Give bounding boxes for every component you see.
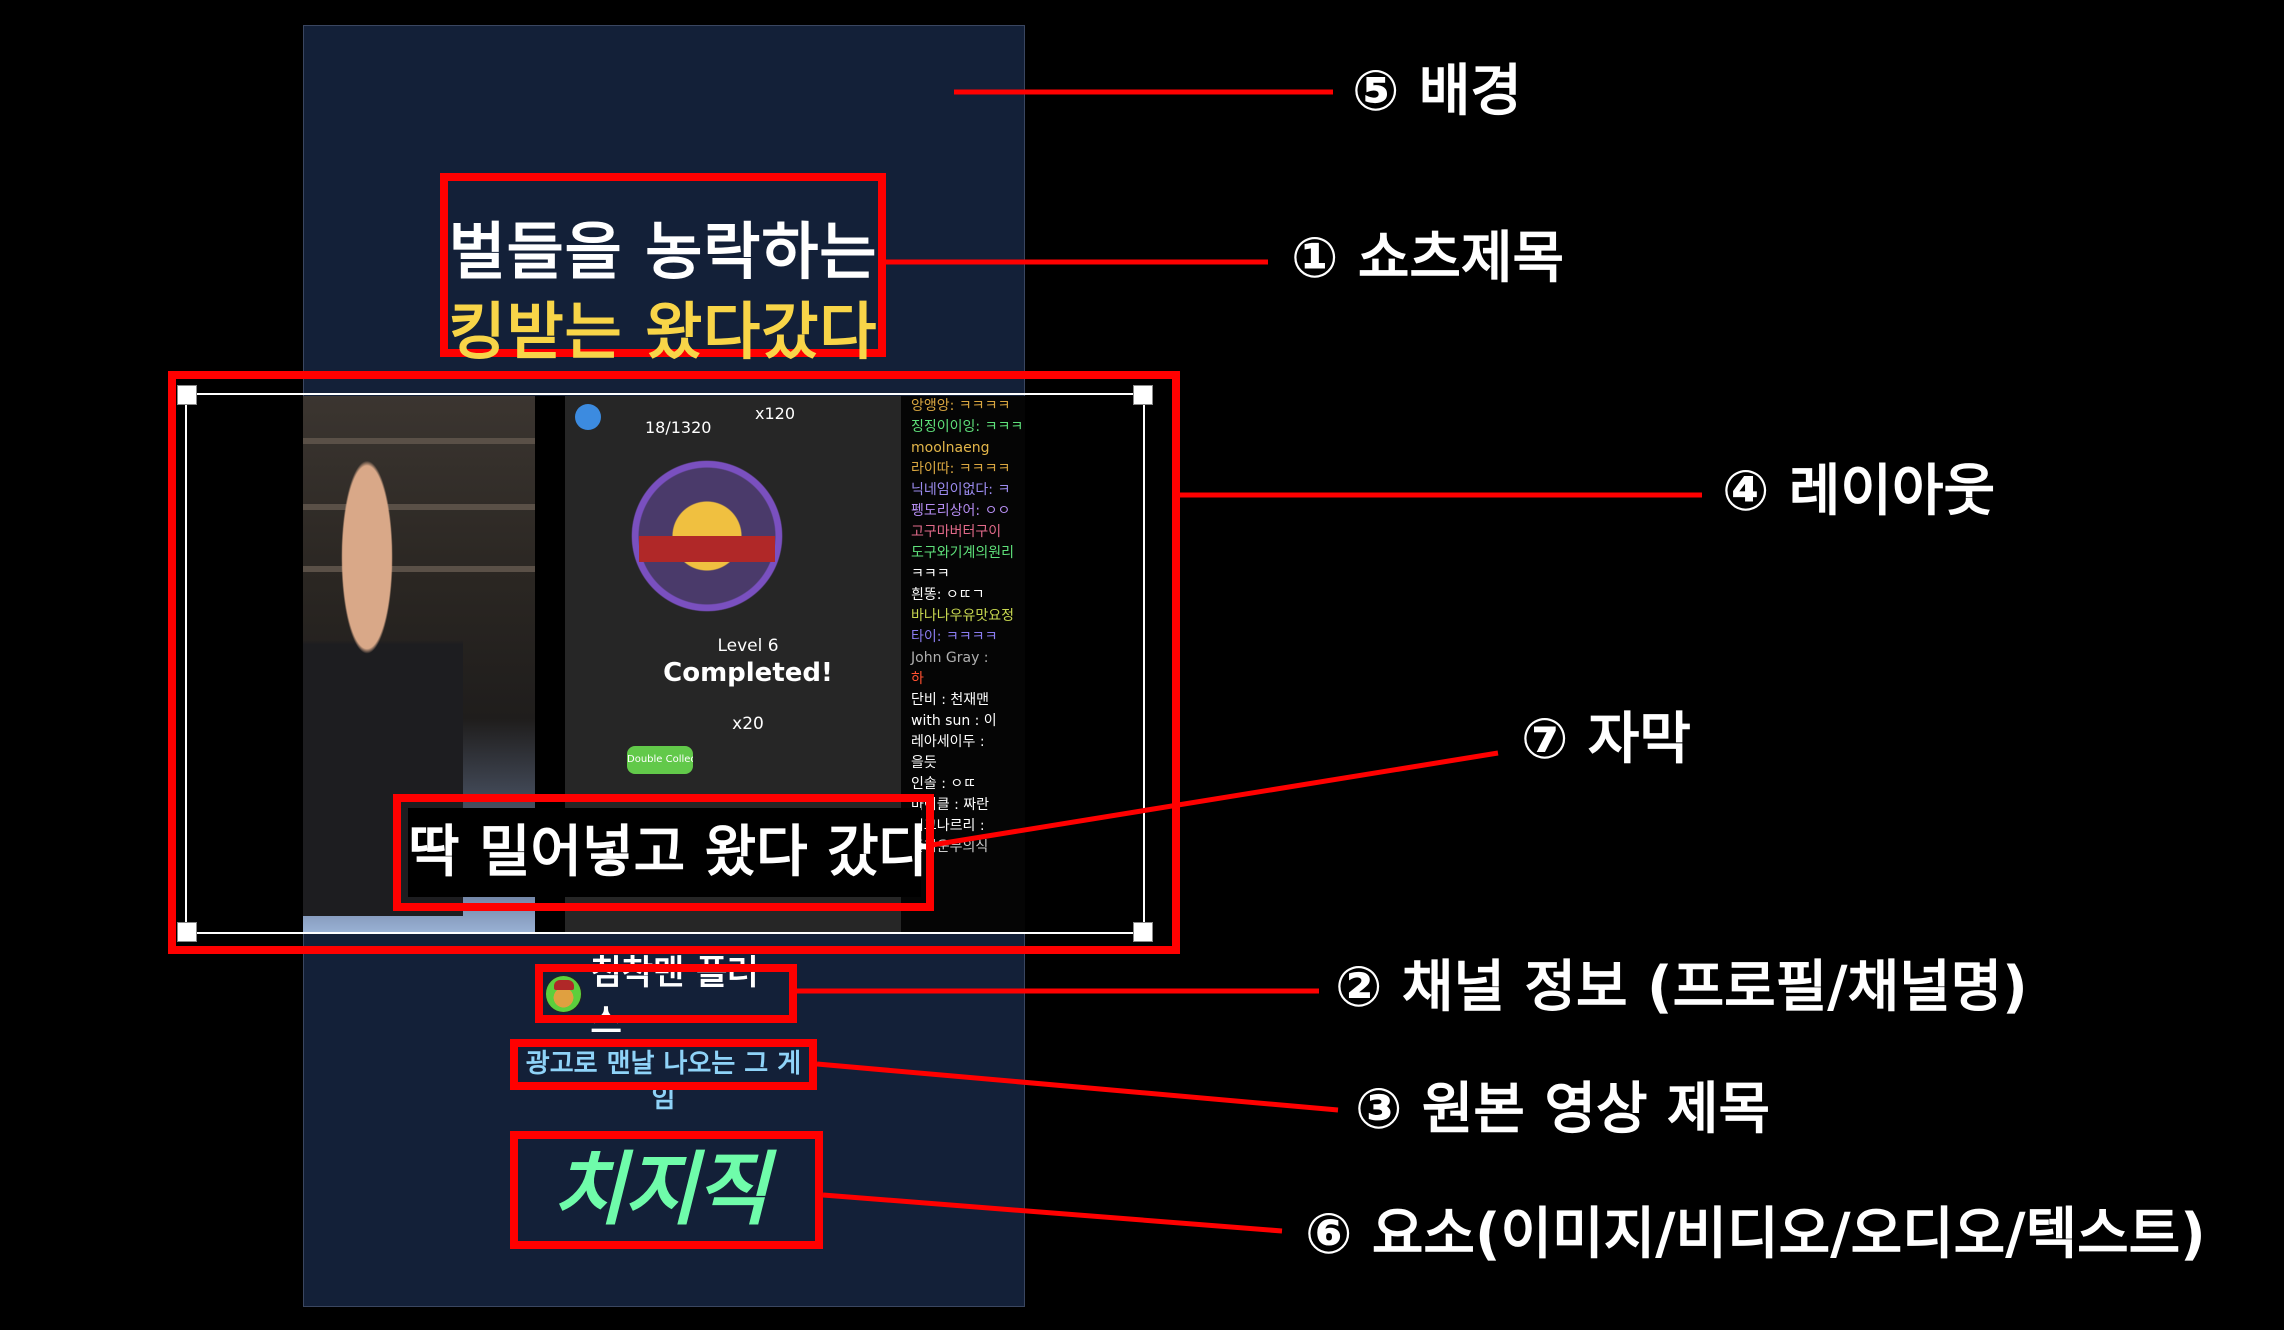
back-arrow-icon: [575, 404, 601, 430]
original-title-highlight-box: [510, 1039, 817, 1090]
level-label: Level 6: [717, 636, 779, 656]
title-highlight-box: 벌들을 농락하는 킹받는 왔다갔다: [440, 173, 886, 368]
layout-highlight-box: [168, 371, 1180, 954]
annotation-shorts-title: ① 쇼츠제목: [1291, 226, 1564, 291]
layout-selection-frame[interactable]: [177, 385, 1153, 942]
chat-message: 을듯: [911, 755, 937, 771]
subtitle-caption[interactable]: 딱 밀어넣고 왔다 갔다: [408, 808, 930, 897]
original-video-title[interactable]: 광고로 맨날 나오는 그 게임: [525, 1049, 802, 1114]
chat-message: 라이따: ㅋㅋㅋㅋ: [911, 461, 1011, 477]
avatar-icon: [545, 974, 583, 1013]
resize-handle-bottom-right[interactable]: [1133, 922, 1153, 942]
annotation-background: ⑤ 배경: [1352, 59, 1522, 124]
chat-message: 타이: ㅋㅋㅋㅋ: [911, 629, 998, 645]
double-collect-button: Double Collect: [627, 746, 693, 774]
chat-message: with sun : 이: [911, 713, 997, 729]
annotation-channel-info: ② 채널 정보 (프로필/채널명): [1335, 955, 2028, 1020]
annotation-original-title: ③ 원본 영상 제목: [1355, 1077, 1771, 1142]
chat-message: John Gray :: [911, 650, 989, 666]
chat-message: 도구와기계의원리: [911, 545, 1015, 561]
annotation-layout: ④ 레이아웃: [1722, 459, 1995, 524]
completed-label: Completed!: [663, 658, 833, 688]
line-subtitle: [931, 750, 1499, 848]
annotation-element: ⑥ 요소(이미지/비디오/오디오/텍스트): [1305, 1202, 2206, 1267]
resize-handle-bottom-left[interactable]: [177, 922, 197, 942]
chat-message: 닉네임이없다: ㅋ: [911, 482, 1011, 498]
chat-message: moolnaeng: [911, 440, 990, 456]
ribbon: [639, 536, 775, 562]
star-count: 18/1320: [645, 418, 712, 437]
chat-message: 하: [911, 671, 924, 687]
line-element: [822, 1192, 1283, 1234]
chat-message: 펭도리상어: ㅇㅇ: [911, 503, 1011, 519]
chat-message: 레아세이두 :: [911, 734, 985, 750]
chat-message: 바나나우유맛요정: [911, 608, 1015, 624]
element-highlight-box: [510, 1131, 823, 1249]
subtitle-highlight-box: [393, 794, 934, 911]
chat-message: ㅋㅋㅋ: [911, 566, 950, 582]
chat-message: 징징이이잉: ㅋㅋㅋ: [911, 419, 1024, 435]
resize-handle-top-right[interactable]: [1133, 385, 1153, 405]
chat-message: 단비 : 천재맨: [911, 692, 990, 708]
line-original-title: [816, 1061, 1339, 1113]
chat-message: 인솔 : ㅇㄸ: [911, 776, 977, 792]
shorts-title-line-1[interactable]: 벌들을 농락하는: [448, 215, 878, 288]
shorts-title-line-2[interactable]: 킹받는 왔다갔다: [448, 295, 878, 368]
coin-count: x120: [755, 404, 796, 423]
resize-handle-top-left[interactable]: [177, 385, 197, 405]
chat-message: 앙앵앙: ㅋㅋㅋㅋ: [911, 398, 1011, 414]
chat-message: 고구마버터구이: [911, 524, 1002, 540]
channel-highlight-box: [535, 964, 797, 1023]
chat-message: 흰똥: ㅇㄸㄱ: [911, 587, 985, 603]
annotation-subtitle: ⑦ 자막: [1521, 707, 1691, 772]
reward-label: x20: [732, 714, 764, 734]
channel-info[interactable]: 침착맨 플러스: [545, 953, 787, 1042]
